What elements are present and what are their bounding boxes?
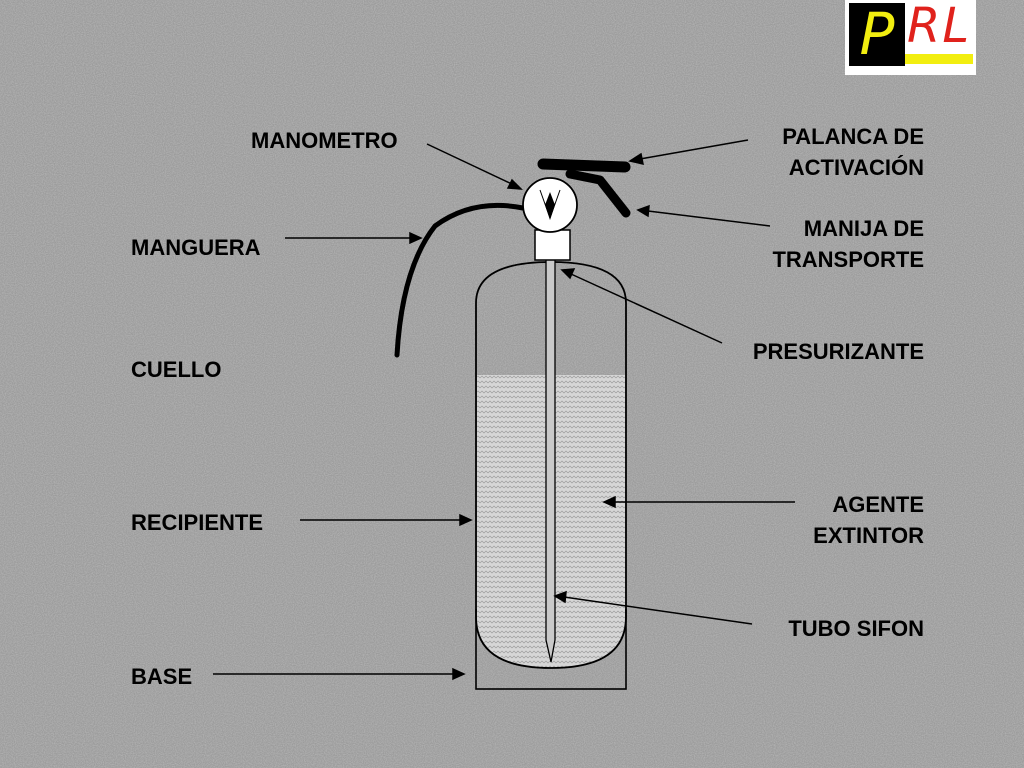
label-manguera: MANGUERA: [131, 235, 261, 260]
carry-handle-shape: [565, 169, 631, 218]
logo-letter-p: P: [859, 0, 895, 68]
label-cuello: CUELLO: [131, 357, 222, 382]
label-recipiente: RECIPIENTE: [131, 510, 264, 535]
arrow-manometro: [426, 143, 515, 186]
hose-shape: [394, 202, 526, 358]
activation-lever-shape: [537, 158, 631, 173]
logo-letters-rl: RL: [907, 0, 972, 54]
label-base: BASE: [131, 664, 193, 689]
logo-p-box: P: [849, 0, 905, 68]
siphon-tube: [545, 258, 556, 663]
cylinder-body: [475, 261, 627, 669]
label-palanca-de-activacion: PALANCA DE ACTIVACIÓN: [782, 124, 924, 180]
logo-underline-bar: [905, 54, 973, 64]
gauge-needle: [545, 192, 555, 220]
arrow-manija: [647, 210, 771, 227]
label-agente-extintor: AGENTE EXTINTOR: [813, 492, 924, 548]
label-presurizante: PRESURIZANTE: [752, 339, 924, 364]
arrow-presurizante: [570, 273, 723, 344]
label-manometro: MANOMETRO: [251, 128, 398, 153]
label-tubo-sifon: TUBO SIFON: [788, 616, 924, 641]
prl-logo: P RL: [845, 0, 976, 75]
arrow-palanca: [639, 139, 749, 160]
label-manija-de-transporte: MANIJA DE TRANSPORTE: [772, 216, 924, 272]
arrow-tubo-sifon: [563, 596, 753, 625]
valve-neck: [534, 229, 571, 261]
